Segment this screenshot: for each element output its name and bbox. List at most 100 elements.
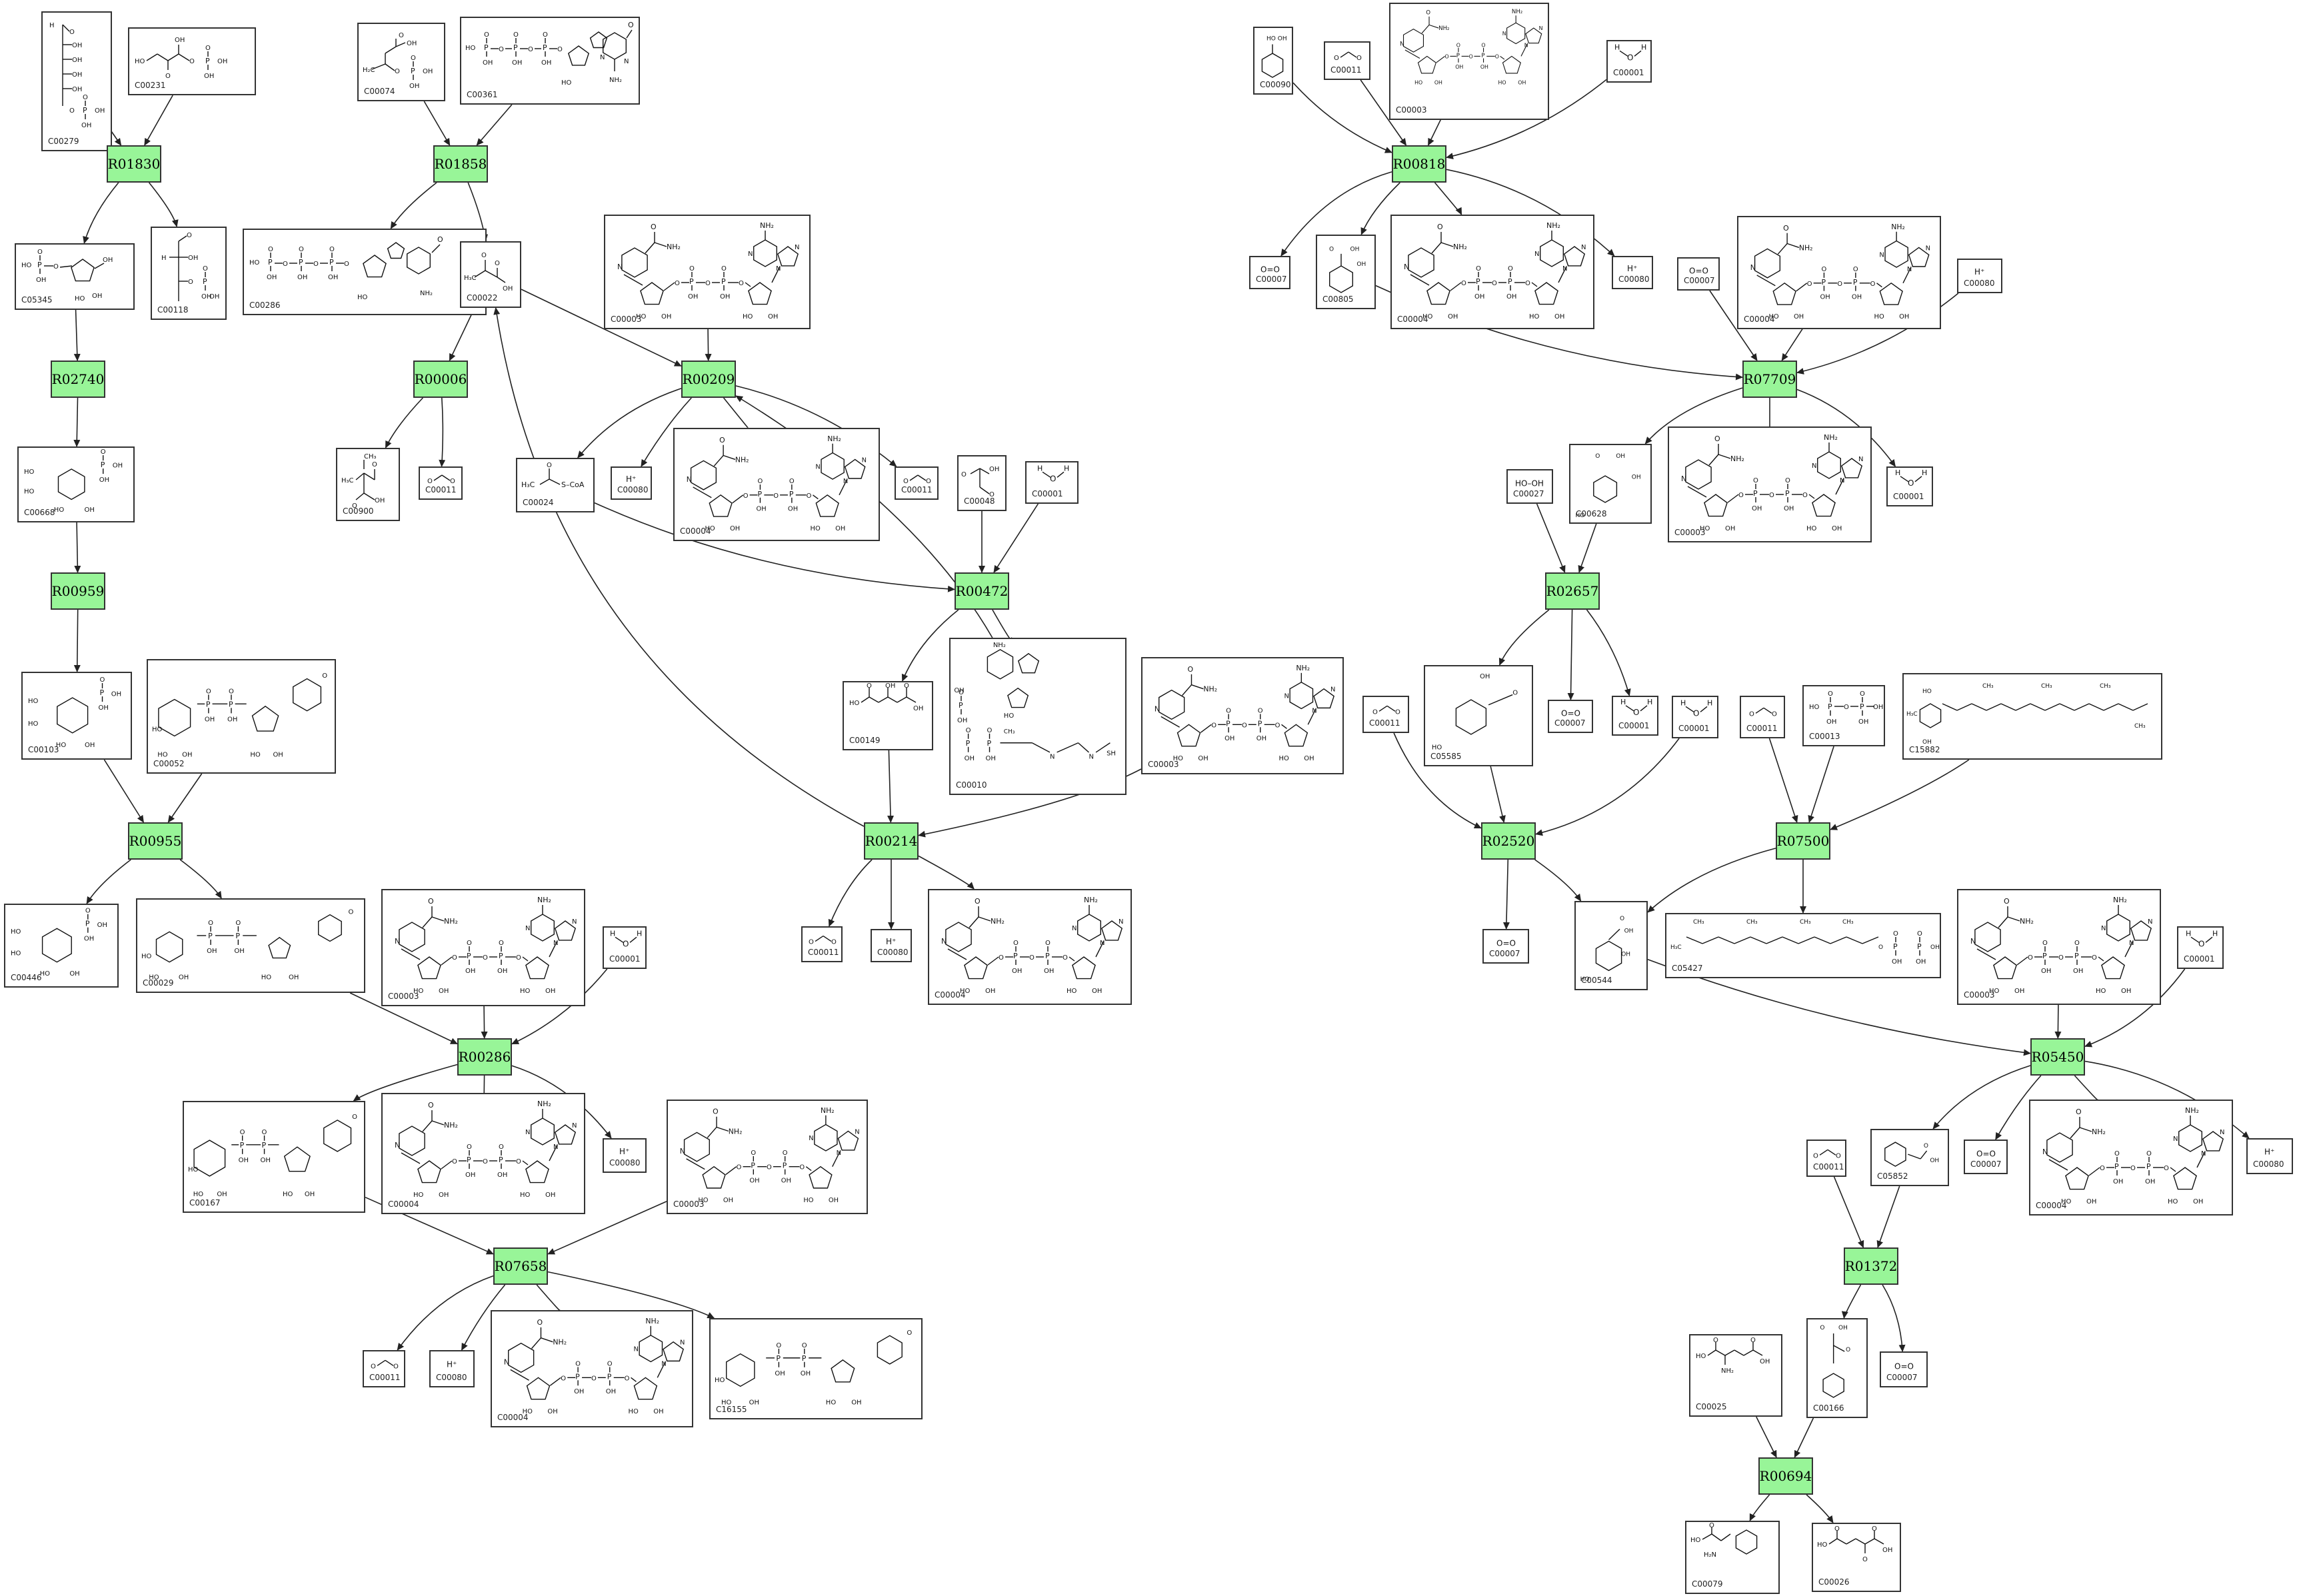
reaction-node[interactable]: R00818 xyxy=(1392,145,1446,183)
reaction-node[interactable]: R00472 xyxy=(955,572,1009,610)
reaction-node[interactable]: R00006 xyxy=(413,361,468,398)
reaction-node[interactable]: R00214 xyxy=(864,822,919,860)
reaction-node[interactable]: R07658 xyxy=(493,1247,548,1285)
reaction-node[interactable]: R07500 xyxy=(1776,822,1830,860)
reaction-node[interactable]: R02740 xyxy=(51,361,105,398)
reaction-node[interactable]: R00959 xyxy=(51,572,105,610)
reaction-node[interactable]: R01830 xyxy=(107,145,161,183)
reaction-node[interactable]: R02520 xyxy=(1481,822,1536,860)
compound-structure: H⁺ xyxy=(619,1147,629,1156)
bond xyxy=(663,282,675,291)
compound-box[interactable]: NONH₂HOOHOPOOHOPOOHOHOOHNH₂NNNC00004 xyxy=(1737,216,1941,329)
reaction-node[interactable]: R07709 xyxy=(1742,361,1797,398)
reaction-node[interactable]: R01372 xyxy=(1844,1247,1898,1285)
compound-box[interactable]: H⁺C00080 xyxy=(871,929,912,962)
compound-box[interactable]: NONH₂HOOHOPOOHOPOOHOHOOHNH₂NNNC00004 xyxy=(2029,1100,2233,1215)
reaction-node[interactable]: R00286 xyxy=(457,1038,512,1076)
compound-box[interactable]: H⁺C00080 xyxy=(2246,1138,2293,1174)
hydroxyl: HO xyxy=(629,1408,639,1415)
reaction-node[interactable]: R00209 xyxy=(681,361,736,398)
reaction-node[interactable]: R00955 xyxy=(128,822,183,860)
compound-box[interactable]: NONH₂HOOHOPOOHOPOOHOHOOHNH₂NNNC00004 xyxy=(673,428,880,541)
compound-box[interactable]: H⁺C00080 xyxy=(611,466,652,500)
compound-box[interactable]: NONH₂HOOHOPOOHOPOOHOHOOHNH₂NNNC00004 xyxy=(928,889,1132,1005)
reaction-node[interactable]: R01858 xyxy=(433,145,488,183)
compound-box[interactable]: NONH₂HOOHOPOOHOPOOHOHOOHNH₂NNNC00004 xyxy=(1390,215,1594,329)
compound-box[interactable]: H⁺C00080 xyxy=(1612,256,1653,289)
reaction-node[interactable]: R02657 xyxy=(1545,572,1600,610)
hydroxyl: OH xyxy=(1480,64,1488,70)
compound-box[interactable]: NONH₂HOOHOPOOHOPOOHOHOOHNH₂NNNC00004 xyxy=(491,1310,693,1427)
reaction-node[interactable]: R00694 xyxy=(1758,1457,1813,1495)
hydroxyl: HO xyxy=(1989,988,2000,995)
compound-box[interactable]: H⁺C00080 xyxy=(429,1350,475,1387)
compound-box[interactable]: H⁺C00080 xyxy=(1957,259,2002,293)
reaction-node[interactable]: R05450 xyxy=(2030,1038,2085,1076)
compound-box[interactable]: NONH₂HOOHOPOOHOPOOHOHOOHNH₂NNNC00004 xyxy=(381,1093,585,1214)
compound-box[interactable]: H⁺C00080 xyxy=(603,1138,647,1173)
